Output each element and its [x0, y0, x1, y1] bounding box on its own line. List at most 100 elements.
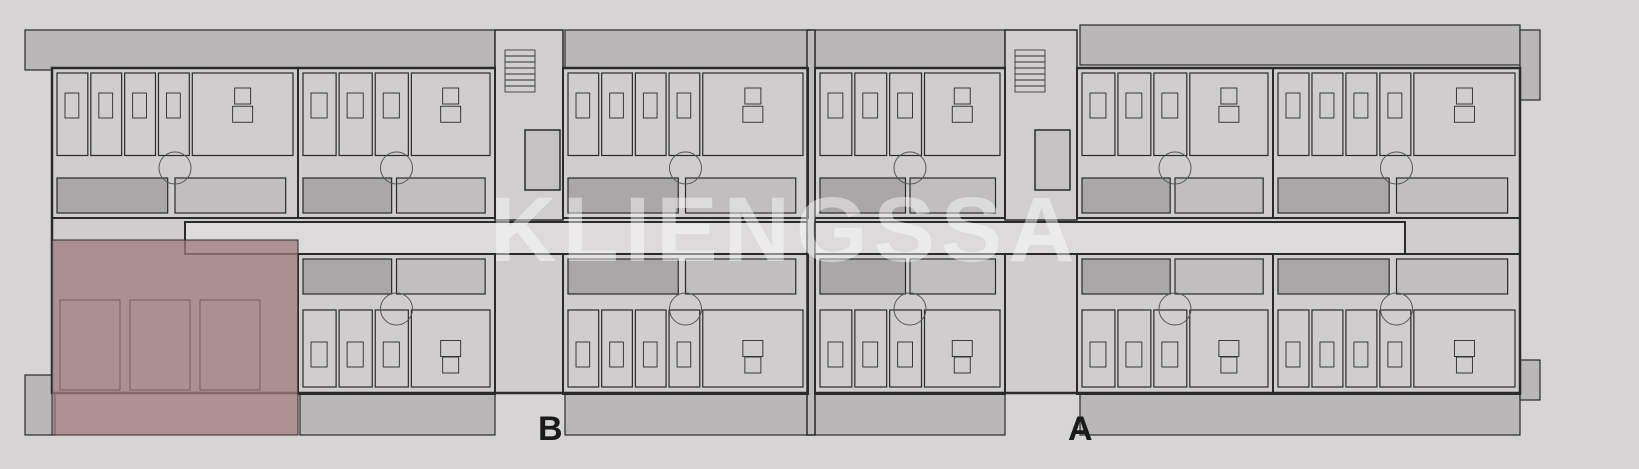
living-room [702, 309, 804, 388]
bed-icon [609, 92, 624, 119]
bedroom [668, 309, 701, 388]
door-swing-icon [1380, 151, 1413, 185]
elevator [524, 129, 561, 191]
door-swing-icon [669, 151, 702, 185]
armchair-icon [442, 87, 460, 105]
door-swing-icon [669, 292, 702, 326]
armchair-icon [1455, 356, 1473, 374]
bedroom [601, 72, 633, 157]
bathroom [567, 258, 679, 295]
bedroom [634, 72, 667, 157]
bedroom [1277, 72, 1310, 157]
armchair-icon [744, 356, 762, 374]
bed-icon [575, 341, 591, 368]
bed-icon [897, 341, 913, 368]
bed-icon [642, 92, 658, 119]
bed-icon [1353, 92, 1369, 119]
bedroom [819, 309, 853, 388]
elevator [1034, 129, 1071, 191]
dining-table-icon [742, 340, 764, 357]
bathroom [1277, 177, 1390, 214]
balcony [1519, 359, 1541, 401]
bedroom [1379, 309, 1412, 388]
bathroom [302, 258, 393, 295]
balcony [1519, 29, 1541, 101]
bedroom [1117, 72, 1152, 157]
dining-table-icon [1218, 105, 1240, 123]
door-swing-icon [380, 292, 413, 326]
apartment-unit [562, 67, 809, 219]
bed-icon [609, 341, 624, 368]
dining-table-icon [232, 105, 254, 123]
balcony [299, 392, 496, 436]
bed-icon [132, 92, 147, 119]
kitchen [909, 258, 997, 295]
apartment-unit [814, 67, 1006, 219]
bedroom [374, 309, 409, 388]
dining-table-icon [951, 340, 973, 357]
bedroom [1379, 72, 1412, 157]
balcony [24, 29, 496, 71]
bedroom [1311, 72, 1344, 157]
bed-icon [1161, 92, 1179, 119]
bedroom [601, 309, 633, 388]
bathroom [819, 258, 907, 295]
bedroom [1117, 309, 1152, 388]
dining-table-icon [1453, 340, 1475, 357]
dining-table-icon [440, 105, 462, 123]
armchair-icon [1455, 87, 1473, 105]
living-room [1413, 309, 1516, 388]
dining-table-icon [742, 105, 764, 123]
bedroom [124, 72, 157, 157]
stair-step [1014, 85, 1046, 93]
party-wall [806, 29, 816, 436]
bed-icon [382, 341, 400, 368]
armchair-icon [953, 87, 971, 105]
bathroom [567, 177, 679, 214]
bed-icon [1161, 341, 1179, 368]
watermark: KLIENGSSA [490, 179, 1081, 281]
bed-icon [827, 341, 844, 368]
kitchen [684, 258, 797, 295]
bedroom [889, 309, 923, 388]
bedroom [1277, 309, 1310, 388]
bed-icon [642, 341, 658, 368]
kitchen [1395, 258, 1509, 295]
bedroom [1081, 72, 1116, 157]
armchair-icon [953, 356, 971, 374]
bed-icon [1089, 341, 1107, 368]
bed-icon [166, 92, 181, 119]
bed-icon [98, 92, 114, 119]
dining-table-icon [1218, 340, 1240, 357]
bed-icon [1089, 92, 1107, 119]
bed-icon [64, 92, 80, 119]
living-room [410, 309, 491, 388]
armchair-icon [1220, 87, 1238, 105]
bedroom [59, 299, 121, 391]
balcony [24, 374, 56, 436]
living-room [923, 72, 1001, 157]
bedroom [1153, 72, 1188, 157]
kitchen [395, 177, 486, 214]
bed-icon [346, 92, 364, 119]
bedroom [889, 72, 923, 157]
kitchen [1174, 177, 1264, 214]
living-room [1413, 72, 1516, 157]
kitchen [909, 177, 997, 214]
bedroom [302, 72, 337, 157]
bedroom [634, 309, 667, 388]
bed-icon [382, 92, 400, 119]
bedroom [1081, 309, 1116, 388]
bed-icon [1353, 341, 1369, 368]
bed-icon [1125, 92, 1143, 119]
living-room [923, 309, 1001, 388]
bedroom [56, 72, 89, 157]
apartment-unit [814, 253, 1006, 395]
bedroom [199, 299, 261, 391]
door-swing-icon [893, 292, 927, 326]
bed-icon [575, 92, 591, 119]
door-swing-icon [893, 151, 927, 185]
bedroom [302, 309, 337, 388]
bed-icon [1319, 341, 1335, 368]
bathroom [302, 177, 393, 214]
